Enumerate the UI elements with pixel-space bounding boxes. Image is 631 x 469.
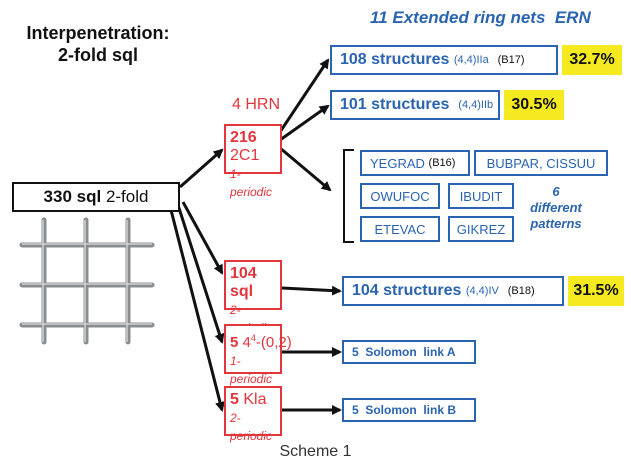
arrow-root-to-sql: [181, 201, 224, 275]
scheme-caption: Scheme 1: [279, 443, 352, 460]
hrn-node-44: 5 44-(0,2) 1-periodic: [224, 324, 292, 386]
pattern-owufoc: OWUFOC: [360, 183, 440, 209]
ern-108-label: 108 structures: [340, 51, 450, 68]
hrn-header: 4 HRN: [232, 96, 281, 113]
hrn-node-2c1: 216 2C1 1-periodic: [224, 124, 282, 199]
patterns-note-3: patterns: [530, 216, 582, 231]
root-desc: 2-fold: [105, 187, 149, 206]
hrn-44-rest: -(0,2): [255, 334, 292, 351]
sql-result-ref: (B18): [507, 285, 535, 297]
hrn-node-sql: 104 sql 2-periodic: [224, 260, 282, 335]
title-line-2: 2-fold sql: [58, 45, 138, 65]
patterns-note-2: different: [530, 200, 582, 215]
arrow-2c1-to-patterns: [279, 146, 332, 192]
root-count: 330: [43, 187, 72, 206]
hrn-sql-name: sql: [230, 283, 254, 300]
hrn-kla-count: 5: [230, 391, 239, 408]
hrn-2c1-count: 216: [230, 129, 257, 146]
title-line-1: Interpenetration:: [26, 23, 170, 43]
arrow-root-to-kla: [168, 205, 225, 412]
pattern-yegrad: YEGRAD (B16): [360, 150, 470, 176]
hrn-2c1-name: 2C1: [230, 147, 260, 164]
ern-108-ref: (B17): [497, 54, 525, 66]
pattern-gikrez-label: GIKREZ: [456, 221, 506, 237]
patterns-note: 6 different patterns: [516, 184, 596, 232]
patterns-note-1: 6: [552, 184, 560, 199]
solomon-a-box: 5 Solomon link A: [342, 340, 476, 364]
hrn-44-base: 4: [242, 334, 251, 351]
sql-result-pct: 31.5%: [568, 276, 624, 306]
pattern-yegrad-label: YEGRAD: [370, 155, 425, 171]
patterns-bracket: [343, 149, 354, 243]
ern-108-box: 108 structures (4,4)IIa (B17): [330, 45, 558, 75]
root-type: sql: [76, 187, 102, 206]
arrow-2c1-to-101: [279, 104, 330, 142]
title: Interpenetration: 2-fold sql: [8, 22, 188, 66]
hrn-sql-count: 104: [230, 265, 257, 282]
solomon-b-label: 5 Solomon link B: [352, 403, 457, 417]
pattern-ibudit: IBUDIT: [448, 183, 514, 209]
sql-result-label: 104 structures: [352, 282, 462, 299]
arrow-root-to-2c1: [179, 148, 224, 189]
sql-result-box: 104 structures (4,4)IV (B18): [342, 276, 564, 306]
arrow-sql-to-104: [281, 285, 342, 296]
sql-result-net: (4,4)IV: [465, 285, 499, 297]
ern-101-box: 101 structures (4,4)IIb: [330, 90, 500, 120]
ern-108-net: (4,4)IIa: [453, 54, 489, 66]
hrn-node-kla: 5 Kla 2-periodic: [224, 386, 282, 443]
hrn-kla-name: Kla: [243, 391, 267, 408]
arrow-root-to-44: [176, 204, 225, 344]
ern-101-net: (4,4)IIb: [458, 99, 494, 111]
hrn-44-count: 5: [230, 334, 239, 351]
solomon-a-label: 5 Solomon link A: [352, 345, 456, 359]
ern-108-pct: 32.7%: [562, 45, 622, 75]
pattern-bubpar: BUBPAR, CISSUU: [474, 150, 608, 176]
pattern-bubpar-label: BUBPAR, CISSUU: [486, 155, 596, 171]
pattern-etevac-label: ETEVAC: [374, 221, 426, 237]
hrn-kla-period: 2-periodic: [230, 411, 273, 443]
hrn-2c1-period: 1-periodic: [230, 167, 273, 199]
pattern-owufoc-label: OWUFOC: [370, 188, 430, 204]
hrn-44-period: 1-periodic: [230, 354, 273, 386]
hrn-44-sup: 4: [250, 333, 256, 343]
root-node: 330 sql 2-fold: [12, 182, 180, 212]
ern-101-pct: 30.5%: [504, 90, 564, 120]
pattern-yegrad-ref: (B16): [428, 157, 456, 169]
pattern-etevac: ETEVAC: [360, 216, 440, 242]
ern-header: 11 Extended ring nets ERN: [370, 8, 591, 27]
arrow-2c1-to-108: [278, 58, 330, 133]
ern-101-label: 101 structures: [340, 96, 450, 113]
solomon-b-box: 5 Solomon link B: [342, 398, 476, 422]
pattern-ibudit-label: IBUDIT: [459, 188, 503, 204]
pattern-gikrez: GIKREZ: [448, 216, 514, 242]
